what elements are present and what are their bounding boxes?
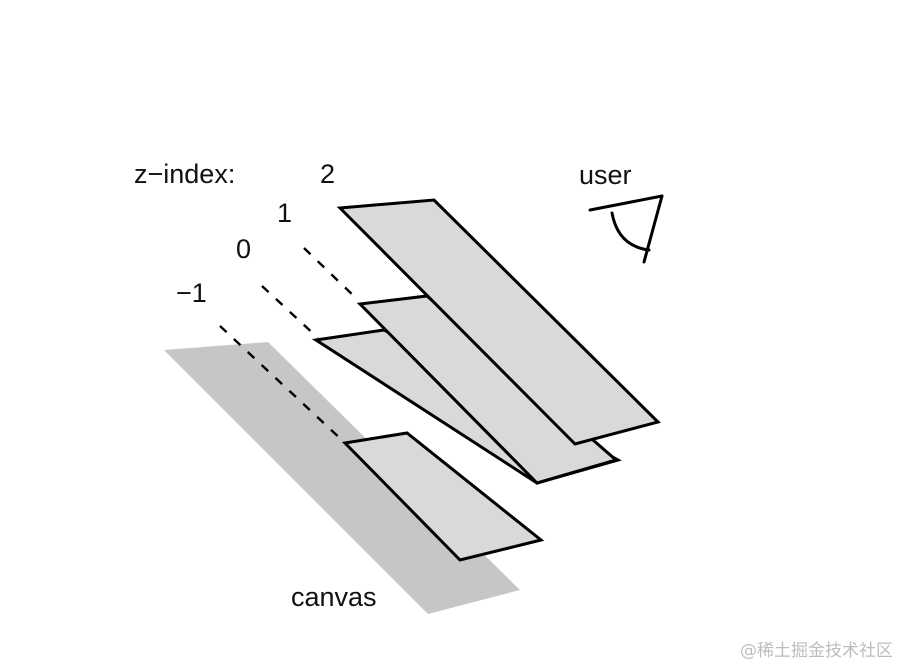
canvas-label: canvas	[291, 582, 377, 612]
layer-plane-z2	[356, 294, 620, 485]
canvas-plane	[164, 342, 520, 614]
zindex-label: z−index:	[134, 159, 235, 189]
user-label: user	[579, 160, 632, 190]
dashed-connector-z0	[261, 285, 319, 339]
dashed-connector-z1	[303, 247, 359, 301]
layer-plane-z0	[341, 431, 545, 562]
dashed-connector-z-neg1	[219, 325, 345, 443]
layer-label-1: 1	[277, 198, 292, 228]
eye-icon	[588, 194, 664, 264]
layer-label-2: 2	[320, 159, 335, 189]
layer-plane-z-top	[336, 198, 661, 446]
watermark: @稀土掘金技术社区	[740, 641, 893, 661]
layer-label-minus-1: −1	[176, 278, 207, 308]
layer-label-0: 0	[236, 234, 251, 264]
